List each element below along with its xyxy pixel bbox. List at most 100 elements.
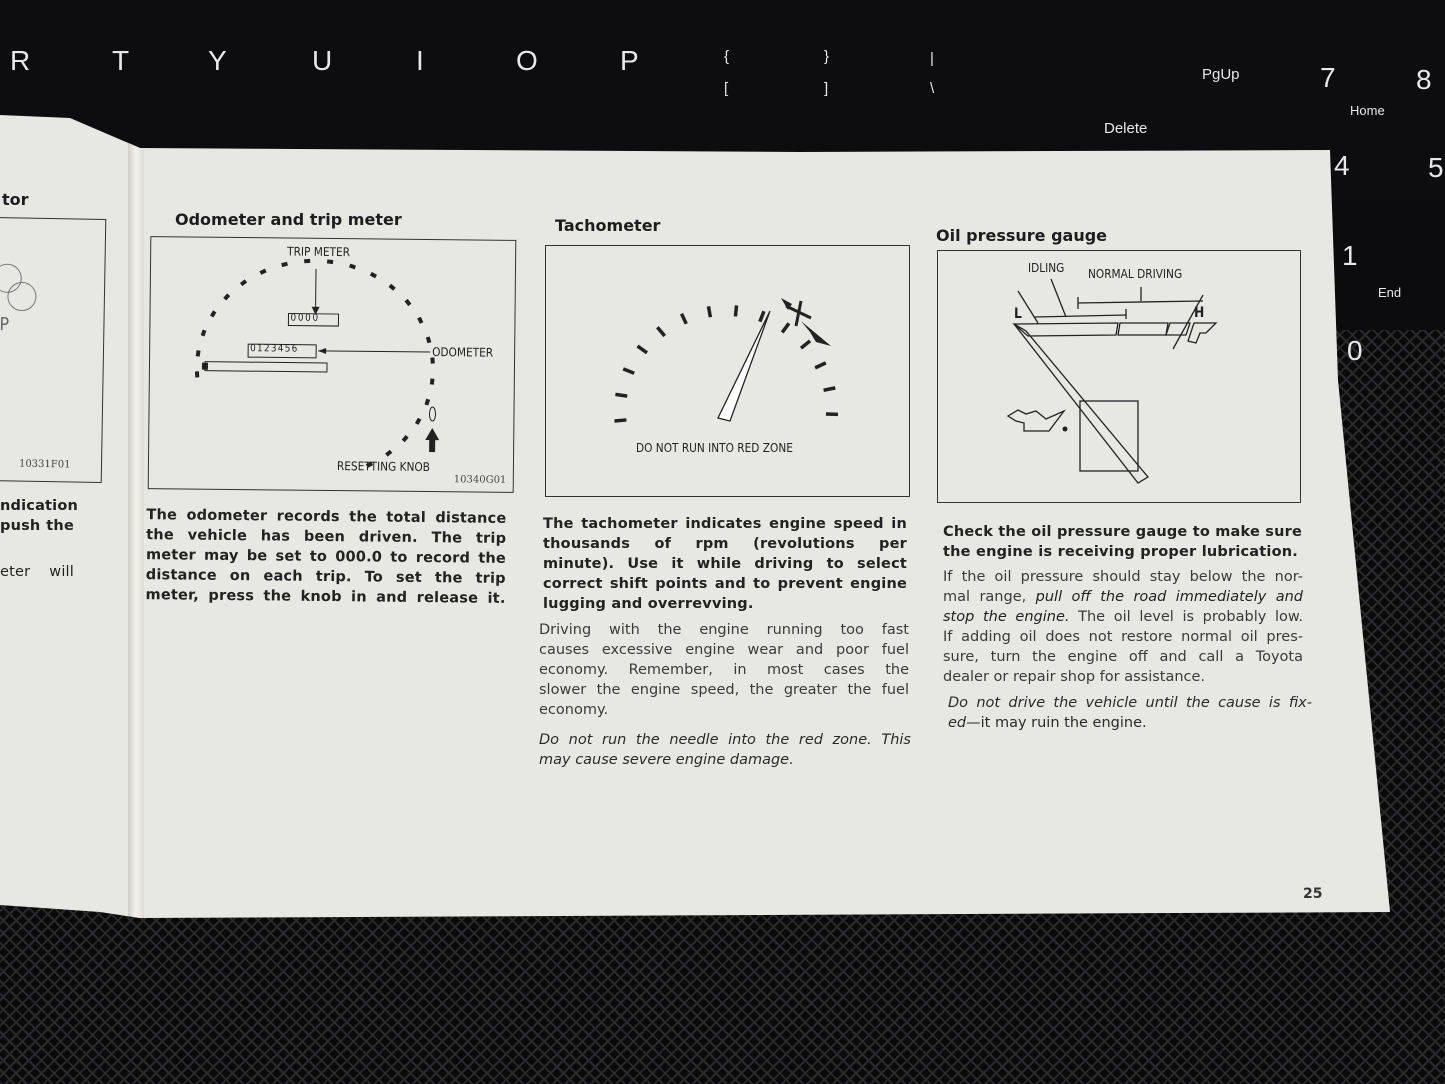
page-number: 25 — [1303, 886, 1323, 902]
key-i: I — [416, 45, 424, 76]
oil-pressure-note: If the oil pressure should stay below th… — [943, 567, 1303, 687]
dial-tick — [679, 312, 688, 325]
key-y: Y — [208, 45, 227, 76]
text-line: the engine is receiving proper lubricati… — [943, 544, 1298, 560]
dial-tick — [369, 271, 378, 279]
text-line: slower the engine speed, the greater the… — [539, 682, 909, 698]
text-line: minute). Use it while driving to select — [543, 556, 907, 572]
dial-tick — [614, 418, 627, 423]
red-zone-label: DO NOT RUN INTO RED ZONE — [636, 441, 793, 455]
text-line: thousands of rpm (revolutions per — [543, 536, 907, 552]
tachometer-note: Driving with the engine running too fast… — [539, 620, 909, 720]
figure-code: 10331F01 — [18, 458, 71, 471]
dial-tick — [223, 293, 231, 301]
key-0: 0 — [1347, 335, 1363, 366]
key-brace-right: } — [824, 48, 830, 65]
text-line: meter, press the knob in and release it. — [145, 587, 506, 607]
text-line: dealer or repair shop for assistance. — [943, 669, 1206, 685]
dial-tick — [425, 336, 432, 344]
normal-driving-label: NORMAL DRIVING — [1088, 267, 1183, 281]
dial-tick — [636, 344, 648, 355]
figure-code: 10340G01 — [453, 474, 507, 486]
text-line: Driving with the engine running too fast — [539, 622, 909, 638]
odometer-label: ODOMETER — [432, 345, 494, 360]
resetting-knob-label: RESETTING KNOB — [336, 459, 431, 475]
dial-tick — [195, 350, 201, 357]
key-bracket-left: [ — [724, 80, 729, 97]
text-line: may cause severe engine damage. — [539, 752, 794, 768]
text-line: Check the oil pressure gauge to make sur… — [943, 524, 1303, 540]
dial-tick — [401, 435, 409, 443]
dial-tick — [823, 386, 836, 392]
text-line: Do not drive the vehicle until the cause… — [948, 695, 1312, 711]
left-paragraph: ndication push the eter will — [0, 496, 79, 582]
dial-tick — [733, 305, 739, 317]
dial-tick — [656, 326, 667, 338]
trip-meter-label: TRIP METER — [287, 244, 351, 260]
oil-pressure-warning: Do not drive the vehicle until the cause… — [948, 693, 1312, 733]
key-1: 1 — [1342, 240, 1358, 271]
text-line: correct shift points and to prevent engi… — [543, 576, 907, 592]
dial-tick — [385, 449, 393, 457]
text-line: lugging and overrevving. — [543, 596, 754, 612]
high-label: H — [1194, 305, 1205, 321]
oil-pressure-figure: IDLING NORMAL DRIVING L H — [937, 250, 1301, 503]
dial-tick — [814, 361, 827, 370]
dial-tick — [281, 261, 288, 268]
text-line: The tachometer indicates engine speed in — [543, 516, 907, 532]
odometer-title: Odometer and trip meter — [175, 210, 402, 229]
key-pgup: PgUp — [1202, 66, 1240, 83]
text-line: ndication — [0, 498, 79, 514]
dial-tick — [429, 378, 435, 385]
text-line: If adding oil does not restore normal oi… — [943, 629, 1303, 645]
odometer-figure: TRIP METER 0000 0123456 ODOMETER RESETTI… — [147, 236, 517, 493]
dial-tick — [706, 306, 713, 318]
key-o: O — [516, 45, 538, 76]
low-label: L — [1014, 306, 1022, 322]
dial-tick — [622, 367, 635, 375]
dial-tick — [799, 339, 812, 350]
odometer-diagram — [194, 258, 440, 468]
key-r: R — [10, 45, 31, 76]
key-end: End — [1378, 285, 1402, 300]
odometer-digits: 0123456 — [250, 343, 299, 355]
tachometer-figure: DO NOT RUN INTO RED ZONE — [545, 245, 910, 497]
key-backslash: \ — [930, 80, 935, 97]
key-8: 8 — [1416, 64, 1432, 95]
dial-tick — [388, 283, 396, 291]
text-line: eter will — [0, 564, 74, 580]
dial-tick — [326, 259, 334, 265]
odometer-description: The odometer records the total distance … — [145, 505, 507, 609]
dial-tick — [414, 417, 422, 425]
oil-pressure-description: Check the oil pressure gauge to make sur… — [943, 522, 1303, 562]
key-brace-left: { — [724, 48, 730, 65]
key-5: 5 — [1428, 152, 1444, 183]
text-line: economy. Remember, in most cases the — [539, 662, 909, 678]
text-line: sure, turn the engine off and call a Toy… — [943, 649, 1303, 665]
dial-tick — [239, 279, 248, 287]
dial-tick — [430, 357, 435, 364]
oil-pressure-diagram — [1006, 278, 1218, 484]
key-4: 4 — [1334, 150, 1350, 181]
tachometer-title: Tachometer — [555, 216, 661, 235]
key-u: U — [312, 45, 333, 76]
text-line: causes excessive engine wear and poor fu… — [539, 642, 909, 658]
key-pipe: | — [930, 50, 934, 67]
text-line: economy. — [539, 702, 609, 718]
left-section-title: tor — [2, 190, 29, 209]
oil-pressure-title: Oil pressure gauge — [936, 226, 1108, 245]
dial-tick — [424, 398, 431, 406]
idling-label: IDLING — [1028, 261, 1065, 275]
text-line: push the — [0, 518, 74, 534]
key-t: T — [112, 45, 130, 76]
trip-meter-digits: 0000 — [290, 312, 320, 324]
dial-tick — [349, 263, 356, 270]
dial-tick — [194, 371, 200, 378]
dial-tick — [615, 392, 628, 398]
text-line: stop the engine. The oil level is probab… — [943, 609, 1303, 625]
dial-tick — [259, 268, 267, 275]
text-line: Do not run the needle into the red zone.… — [539, 732, 911, 748]
key-delete: Delete — [1104, 120, 1148, 137]
key-bracket-right: ] — [824, 80, 829, 97]
